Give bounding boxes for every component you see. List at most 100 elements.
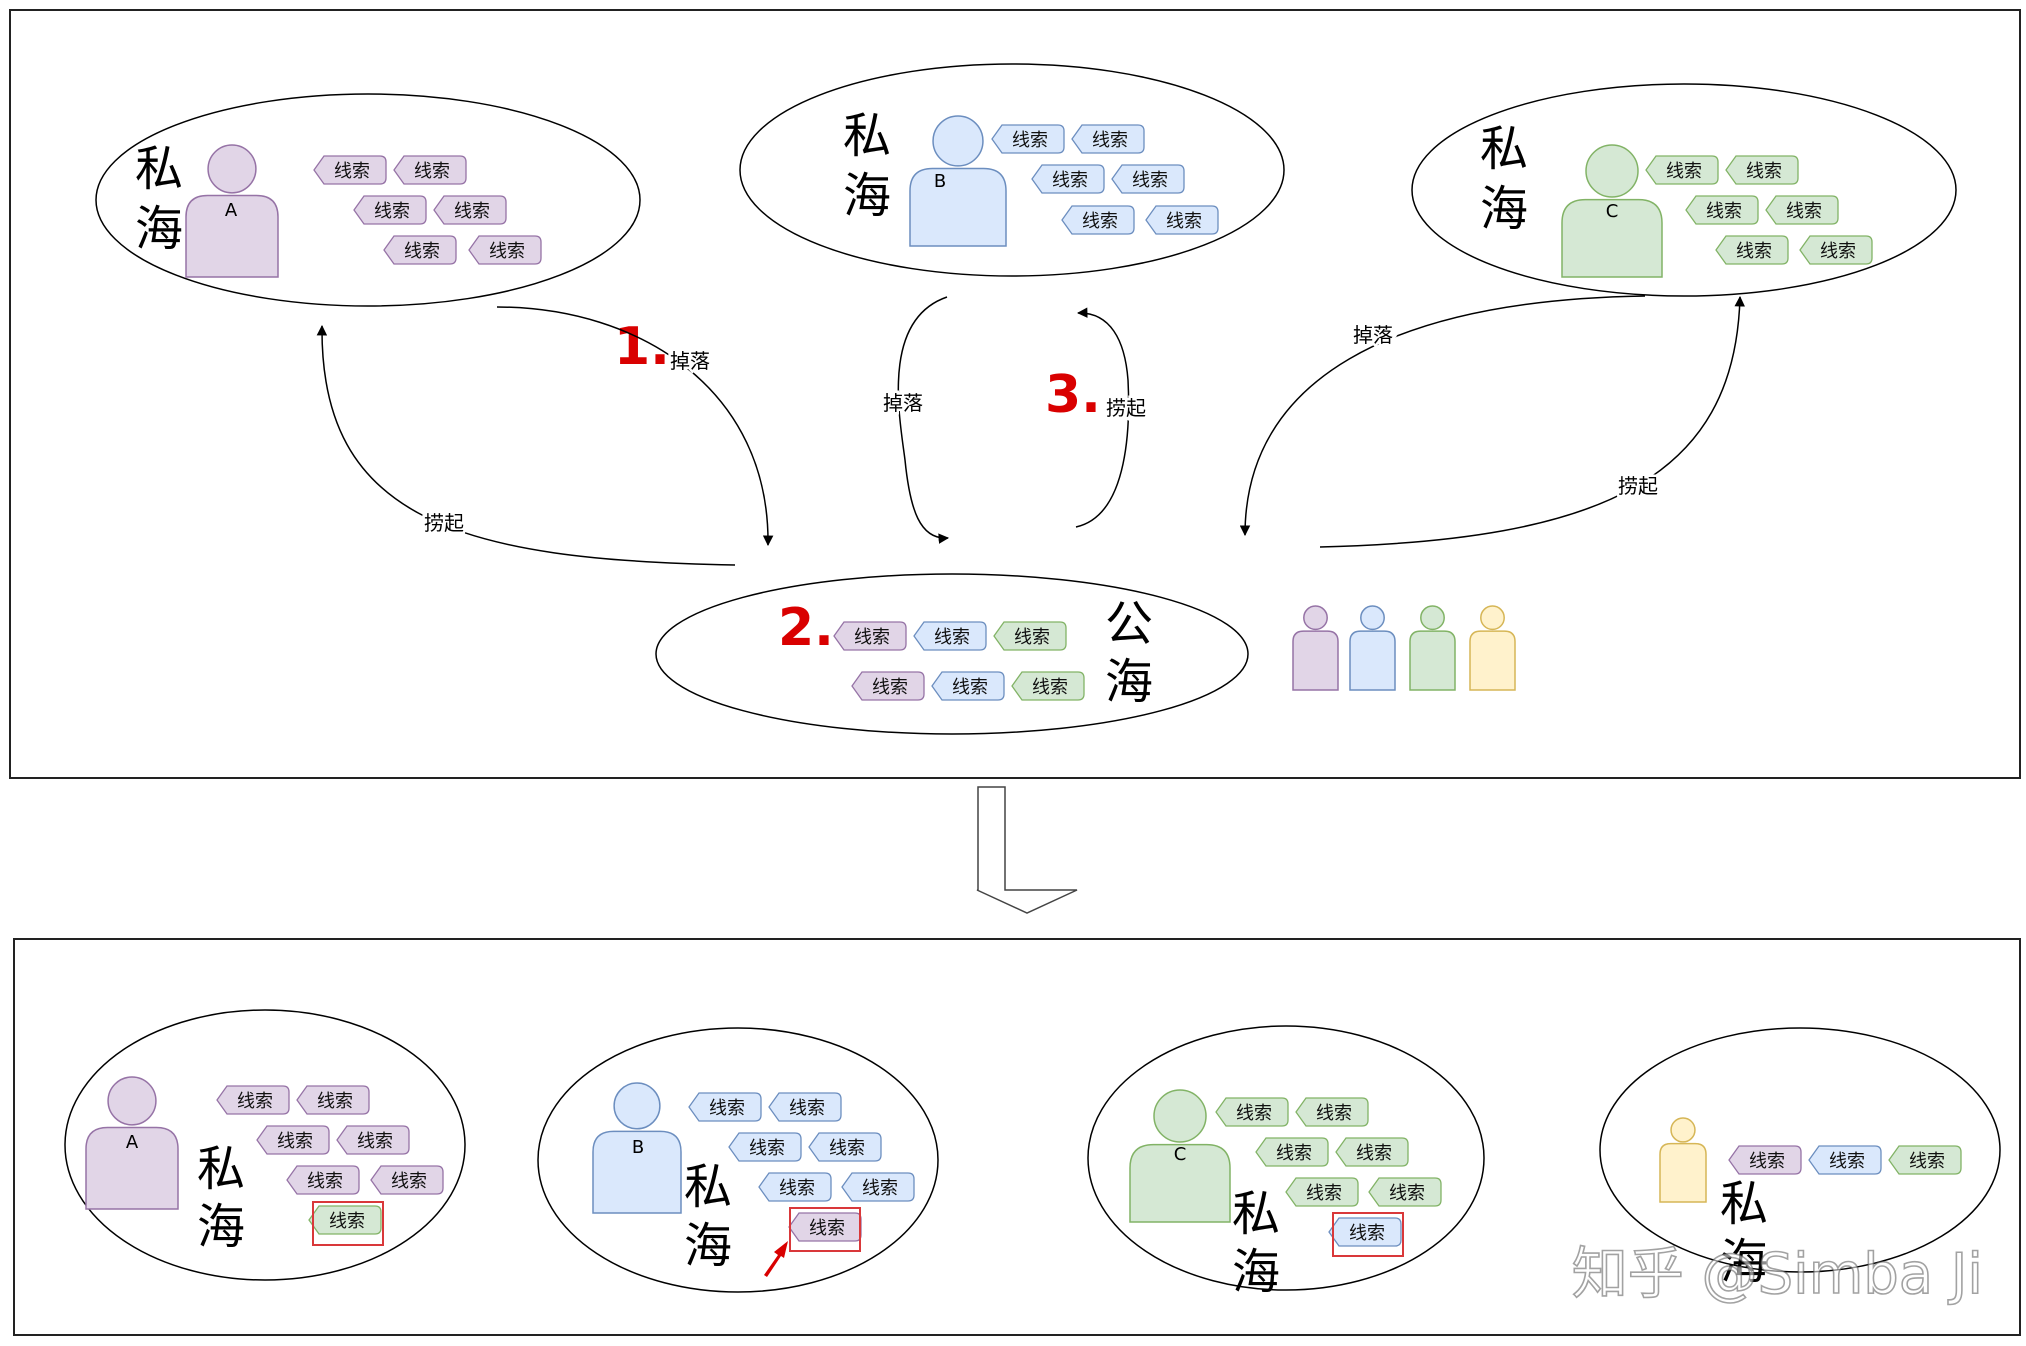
private-label-si: 私 [1232,1186,1280,1242]
tag-label: 线索 [1829,1151,1865,1172]
step-3-label: 3. [1045,365,1101,425]
tag-badge: 线索 [1011,671,1085,701]
tag-badge: 线索 [1335,1137,1409,1167]
person-body [592,1130,682,1214]
step-2-label: 2. [778,598,834,658]
edge-a-drop-label: 掉落 [670,349,710,373]
person-head [1420,605,1445,631]
tag-label: 线索 [1276,1143,1312,1164]
user-c-label: C [1606,201,1619,222]
tag-label: 线索 [414,161,450,182]
user-a-label: A [225,200,238,221]
tag-badge: 线索 [1368,1177,1442,1207]
tag-label: 线索 [489,241,525,262]
person-body [185,194,279,278]
edge-c-drop: 掉落 [1239,295,1646,537]
tag-badge: 线索 [1255,1137,1329,1167]
tag-label: 线索 [779,1178,815,1199]
tag-label: 线索 [1666,161,1702,182]
person-head [207,144,257,194]
user-b-label: B [934,171,946,192]
user-c-icon [1561,144,1663,278]
step-1-label: 1. [614,317,670,377]
edge-b-pick-label: 捞起 [1106,396,1146,420]
private-label-hai: 海 [843,168,891,224]
private-sea-c: 私 海 C 线索线索线索线索线索线索 [1411,83,1957,297]
private-label-hai: 海 [1232,1244,1280,1300]
tag-badge: 线索 [1328,1217,1402,1247]
tag-label: 线索 [237,1091,273,1112]
tag-label: 线索 [404,241,440,262]
tag-label: 线索 [1749,1151,1785,1172]
tag-label: 线索 [809,1218,845,1239]
user-c-label: C [1174,1144,1187,1165]
person-body [1129,1143,1231,1223]
person-head [1303,605,1328,631]
tag-label: 线索 [1706,201,1742,222]
tag-label: 线索 [1166,211,1202,232]
tag-badge: 线索 [308,1205,382,1235]
tag-badge: 线索 [1031,164,1105,194]
tag-badge: 线索 [1808,1145,1882,1175]
tag-badge: 线索 [1285,1177,1359,1207]
down-arrow [976,786,1078,914]
tag-badge: 线索 [256,1125,330,1155]
highlight-box [1332,1212,1404,1257]
tag-label: 线索 [1132,170,1168,191]
top-frame [9,9,2021,779]
tag-badge: 线索 [1071,124,1145,154]
tag-label: 线索 [862,1178,898,1199]
person-head [1360,605,1385,631]
person-body [1561,198,1663,278]
tag-badge: 线索 [808,1132,882,1162]
tag-badge: 线索 [1728,1145,1802,1175]
tag-label: 线索 [1052,170,1088,191]
tag-badge: 线索 [216,1085,290,1115]
tag-label: 线索 [374,201,410,222]
edge-b-drop: 掉落 [881,296,950,544]
person-body [1349,630,1396,691]
tag-badge: 线索 [1645,155,1719,185]
tag-label: 线索 [1014,627,1050,648]
edge-a-pick: 捞起 [316,324,736,566]
tag-badge: 线索 [913,621,987,651]
edge-c-pick: 捞起 [1319,295,1745,548]
tag-label: 线索 [934,627,970,648]
private-sea-c-after: C 私 海 线索线索线索线索线索线索线索 [1087,1025,1485,1300]
tag-label: 线索 [1746,161,1782,182]
tag-label: 线索 [709,1098,745,1119]
tag-badge: 线索 [1111,164,1185,194]
edge-b-drop-label: 掉落 [883,391,923,415]
person-body [1409,630,1456,691]
person-head [107,1076,157,1126]
tag-badge: 线索 [728,1132,802,1162]
tag-badge: 线索 [1725,155,1799,185]
tag-label: 线索 [357,1131,393,1152]
person-body [1659,1142,1707,1203]
person-head [1153,1089,1207,1143]
tag-badge: 线索 [336,1125,410,1155]
team-figure-blue-icon [1349,605,1396,691]
tag-label: 线索 [1092,130,1128,151]
private-label-hai: 海 [1720,1234,1768,1290]
tag-label: 线索 [872,677,908,698]
watermark: 知乎 @Simba Ji [1572,1242,1983,1307]
tag-badge: 线索 [1061,205,1135,235]
tag-label: 线索 [454,201,490,222]
tag-label: 线索 [1736,241,1772,262]
person-body [85,1126,179,1210]
highlight-box [789,1207,861,1252]
person-head [1480,605,1505,631]
tag-label: 线索 [277,1131,313,1152]
tag-badge: 线索 [833,621,907,651]
tag-label: 线索 [1786,201,1822,222]
private-sea-a-after: A 私 海 线索线索线索线索线索线索线索 [64,1009,466,1281]
private-label-hai: 海 [135,201,183,257]
tag-badge: 线索 [788,1212,862,1242]
tag-badge: 线索 [931,671,1005,701]
private-label-si: 私 [1720,1176,1768,1232]
tag-badge: 线索 [768,1092,842,1122]
tag-badge: 线索 [841,1172,915,1202]
user-a-icon [85,1076,179,1210]
tag-label: 线索 [1012,130,1048,151]
